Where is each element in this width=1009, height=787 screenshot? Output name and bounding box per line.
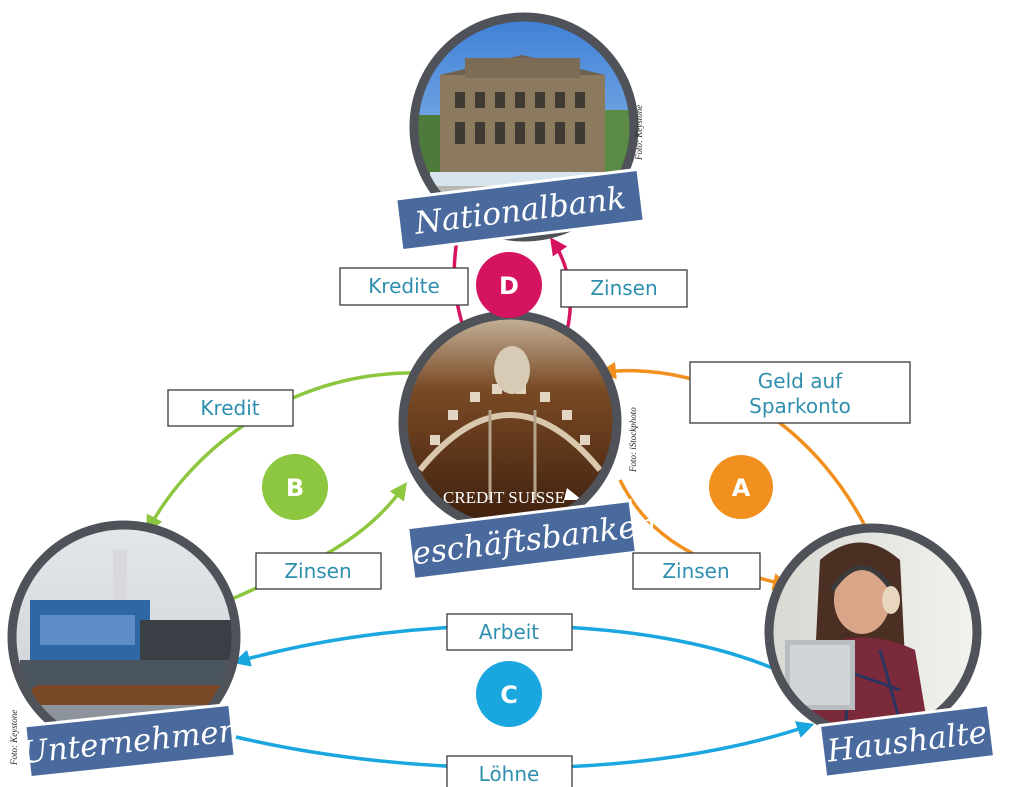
svg-text:Zinsen: Zinsen [662,559,729,583]
label-kredite: Kredite [339,267,469,306]
haushalte-photo [769,528,977,736]
svg-text:Löhne: Löhne [479,762,540,786]
badge-b: B [262,454,328,520]
unternehmen-photo [12,525,236,749]
badge-a: A [709,455,773,519]
svg-text:Geld auf: Geld auf [758,369,843,393]
label-zinsen-d: Zinsen [560,269,688,308]
badge-c: C [476,661,542,727]
unternehmen-photo-credit: Foto: Keystone [9,710,19,766]
node-unternehmen: Foto: Keystone Unternehmen [7,520,241,780]
node-haushalte: Haushalte [764,523,997,779]
svg-text:Sparkonto: Sparkonto [749,394,851,418]
label-arbeit: Arbeit [446,613,573,651]
node-geschaeftsbanken: CREDIT SUISSE Foto: iStockphoto Geschäft… [386,310,658,582]
node-nationalbank: Foto: Keystone Nationalbank [394,12,646,253]
svg-text:Kredite: Kredite [368,274,440,298]
svg-text:Zinsen: Zinsen [590,276,657,300]
label-zinsen-b: Zinsen [255,552,382,590]
badge-d: D [476,252,542,318]
label-geld-auf-sparkonto: Geld auf Sparkonto [689,361,911,424]
svg-text:C: C [500,681,518,709]
nationalbank-photo-credit: Foto: Keystone [634,105,644,161]
geschaeftsbanken-photo-credit: Foto: iStockphoto [628,407,638,473]
svg-text:D: D [499,272,519,300]
label-zinsen-a: Zinsen [632,552,761,590]
svg-text:B: B [286,474,304,502]
credit-suisse-logo: CREDIT SUISSE [443,488,565,507]
svg-text:A: A [732,474,751,502]
label-kredit: Kredit [167,389,294,427]
svg-text:Zinsen: Zinsen [284,559,351,583]
svg-text:Kredit: Kredit [200,396,259,420]
credit-suisse-sails-icon [564,488,582,500]
geschaeftsbanken-photo: CREDIT SUISSE [403,315,617,529]
label-loehne: Löhne [446,755,573,787]
svg-text:Arbeit: Arbeit [479,620,539,644]
